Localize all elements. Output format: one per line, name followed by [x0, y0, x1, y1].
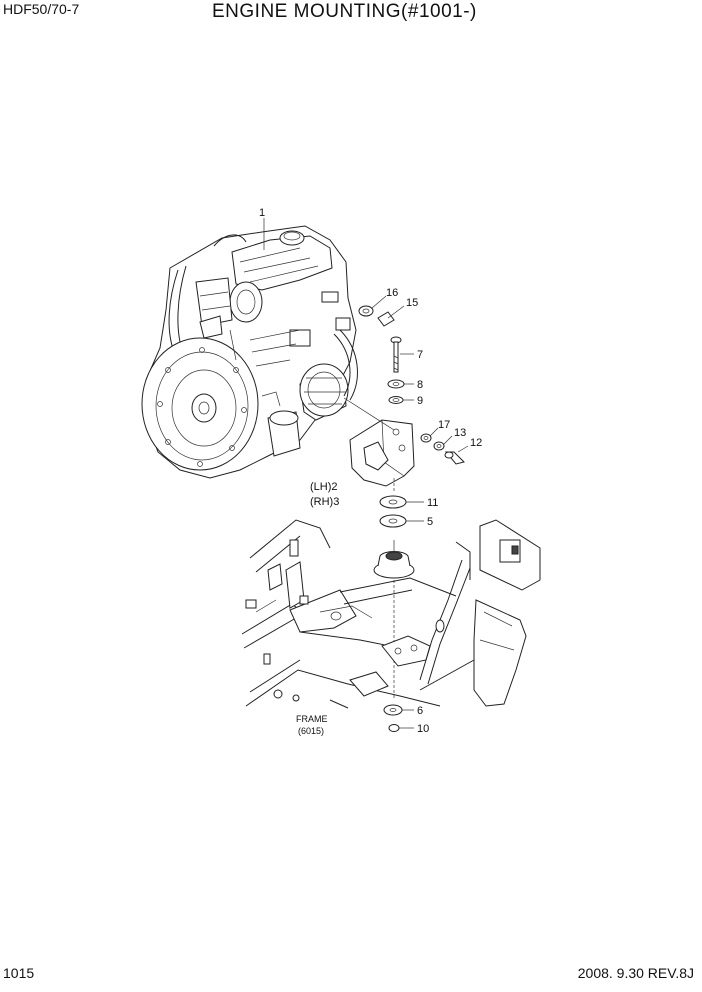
callout-10: 10 — [417, 723, 429, 735]
fastener-parts — [358, 305, 465, 732]
callout-16: 16 — [386, 287, 398, 299]
part-5-washer — [379, 514, 407, 528]
part-11-washer — [379, 495, 407, 509]
part-8-washer — [387, 379, 405, 389]
callout-9: 9 — [417, 395, 423, 407]
engine-mount-bracket — [343, 397, 415, 487]
callout-2-lh: (LH)2 — [310, 481, 338, 493]
frame-structure — [241, 519, 541, 709]
part-16-nut — [358, 305, 374, 317]
revision-date: 2008. 9.30 REV.8J — [577, 965, 694, 981]
rubber-mount — [373, 540, 415, 579]
page-title: ENGINE MOUNTING(#1001-) — [212, 1, 477, 22]
callout-15: 15 — [406, 297, 418, 309]
frame-ref: (6015) — [298, 726, 324, 736]
engine-assembly — [141, 225, 358, 479]
callout-1: 1 — [259, 207, 265, 219]
part-10-nut — [388, 724, 400, 732]
part-13-washer — [433, 441, 445, 451]
part-15-spacer — [377, 311, 395, 327]
part-17-washer — [420, 433, 432, 443]
callout-labels: 1 (LH)2 (RH)3 5 6 7 8 9 10 11 12 13 15 1… — [259, 207, 482, 736]
part-7-bolt — [390, 336, 402, 373]
callout-11: 11 — [427, 497, 438, 509]
part-12-bolt — [444, 451, 465, 465]
callout-3-rh: (RH)3 — [310, 496, 339, 508]
callout-8: 8 — [417, 379, 423, 391]
callout-12: 12 — [470, 437, 482, 449]
callout-7: 7 — [417, 349, 423, 361]
leader-lines — [263, 218, 469, 729]
callout-13: 13 — [454, 427, 466, 439]
frame-label: FRAME — [296, 714, 328, 724]
page-number: 1015 — [3, 965, 35, 981]
callout-5: 5 — [427, 516, 433, 528]
part-6-washer — [383, 704, 403, 716]
callout-6: 6 — [417, 705, 423, 717]
part-9-washer — [388, 396, 404, 404]
callout-17: 17 — [438, 419, 450, 431]
model-number: HDF50/70-7 — [3, 1, 80, 17]
